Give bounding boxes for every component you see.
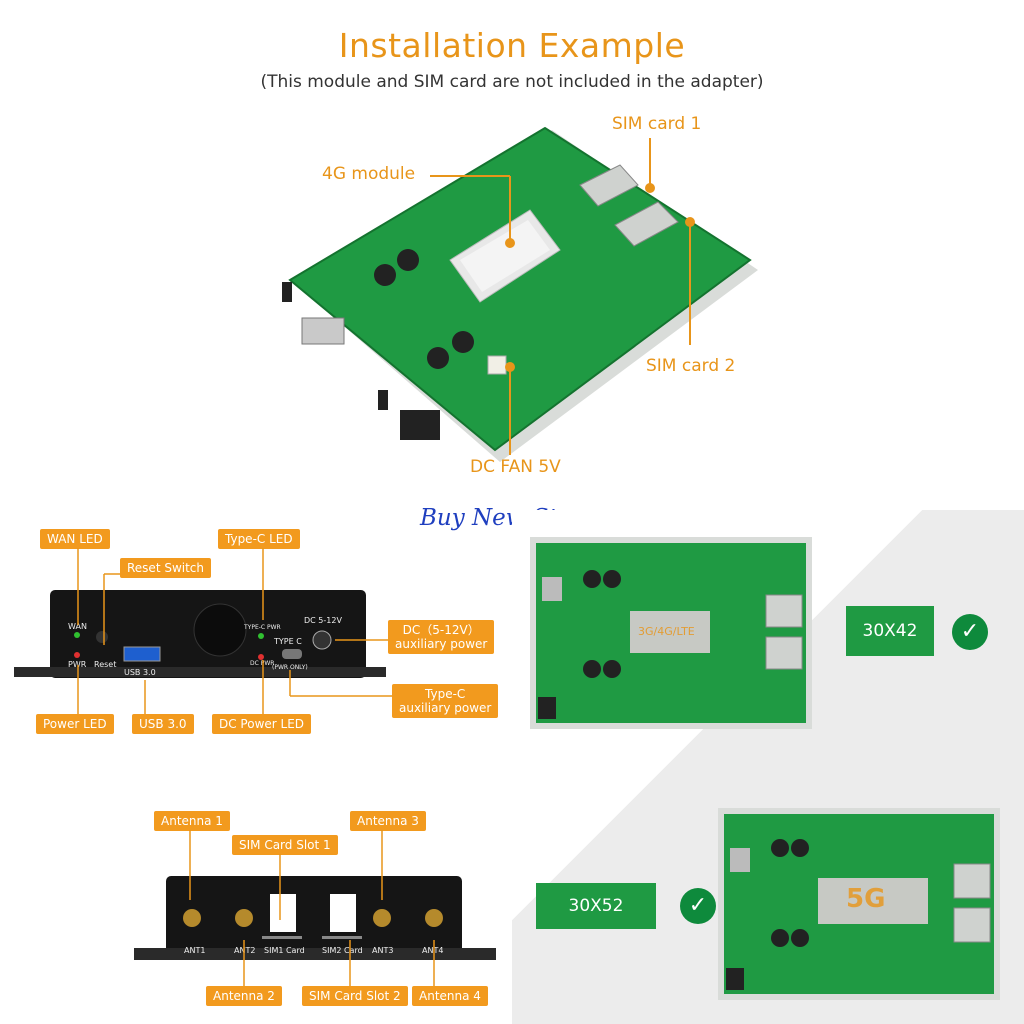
check-icon-30x42: ✓ (952, 614, 988, 650)
tag-power-led: Power LED (36, 714, 114, 734)
board-4g-label: 3G/4G/LTE (638, 625, 695, 638)
ant3-label: ANT3 (372, 946, 394, 955)
back-panel-photo (134, 876, 496, 960)
tag-sim-slot-2: SIM Card Slot 2 (302, 986, 408, 1006)
tag-wan-led: WAN LED (40, 529, 110, 549)
check-icon-30x52: ✓ (680, 888, 716, 924)
sim1-label: SIM1 Card (264, 946, 305, 955)
tag-antenna-2: Antenna 2 (206, 986, 282, 1006)
wan-label: WAN (68, 622, 87, 631)
size-label-30x52: 30X52 (568, 896, 624, 916)
tag-dc-auxiliary-power: DC（5-12V） auxiliary power (388, 620, 495, 654)
page-subtitle: (This module and SIM card are not includ… (260, 72, 764, 92)
front-panel-photo (14, 590, 386, 678)
size-label-30x42: 30X42 (862, 621, 918, 641)
board-5g-photo (718, 808, 1000, 1000)
board-4g-photo (530, 537, 812, 729)
size-badge-30x42: 30X42 (846, 606, 934, 656)
reset-label: Reset (94, 660, 117, 669)
board-5g-label: 5G (846, 884, 886, 914)
ant2-label: ANT2 (234, 946, 256, 955)
page-title: Installation Example (338, 26, 686, 65)
dc-label: DC 5-12V (304, 616, 342, 625)
ant4-label: ANT4 (422, 946, 444, 955)
tag-antenna-1: Antenna 1 (154, 811, 230, 831)
tag-antenna-4: Antenna 4 (412, 986, 488, 1006)
dc-pwr-label: DC PWR (250, 660, 275, 667)
tag-typec-led: Type-C LED (218, 529, 300, 549)
tag-usb-30: USB 3.0 (132, 714, 194, 734)
callout-dc-fan: DC FAN 5V (470, 457, 561, 477)
tag-antenna-3: Antenna 3 (350, 811, 426, 831)
typec-pwr-label: TYPE-C PWR (244, 624, 281, 631)
tag-reset-switch: Reset Switch (120, 558, 212, 578)
pwr-label: PWR (68, 660, 87, 669)
callout-sim-card-2: SIM card 2 (646, 356, 736, 376)
ant1-label: ANT1 (184, 946, 206, 955)
callout-4g-module: 4G module (322, 164, 416, 184)
size-badge-30x52: 30X52 (536, 883, 656, 929)
tag-dc-power-led: DC Power LED (212, 714, 312, 734)
tag-sim-slot-1: SIM Card Slot 1 (232, 835, 338, 855)
pwr-only-label: (PWR ONLY) (272, 664, 308, 671)
tag-typec-auxiliary-power: Type-C auxiliary power (392, 684, 499, 718)
sim2-label: SIM2 Card (322, 946, 363, 955)
usb-label: USB 3.0 (124, 668, 156, 677)
typec-label: TYPE C (274, 637, 302, 646)
adapter-board-photo (282, 126, 758, 462)
callout-sim-card-1: SIM card 1 (612, 114, 702, 134)
